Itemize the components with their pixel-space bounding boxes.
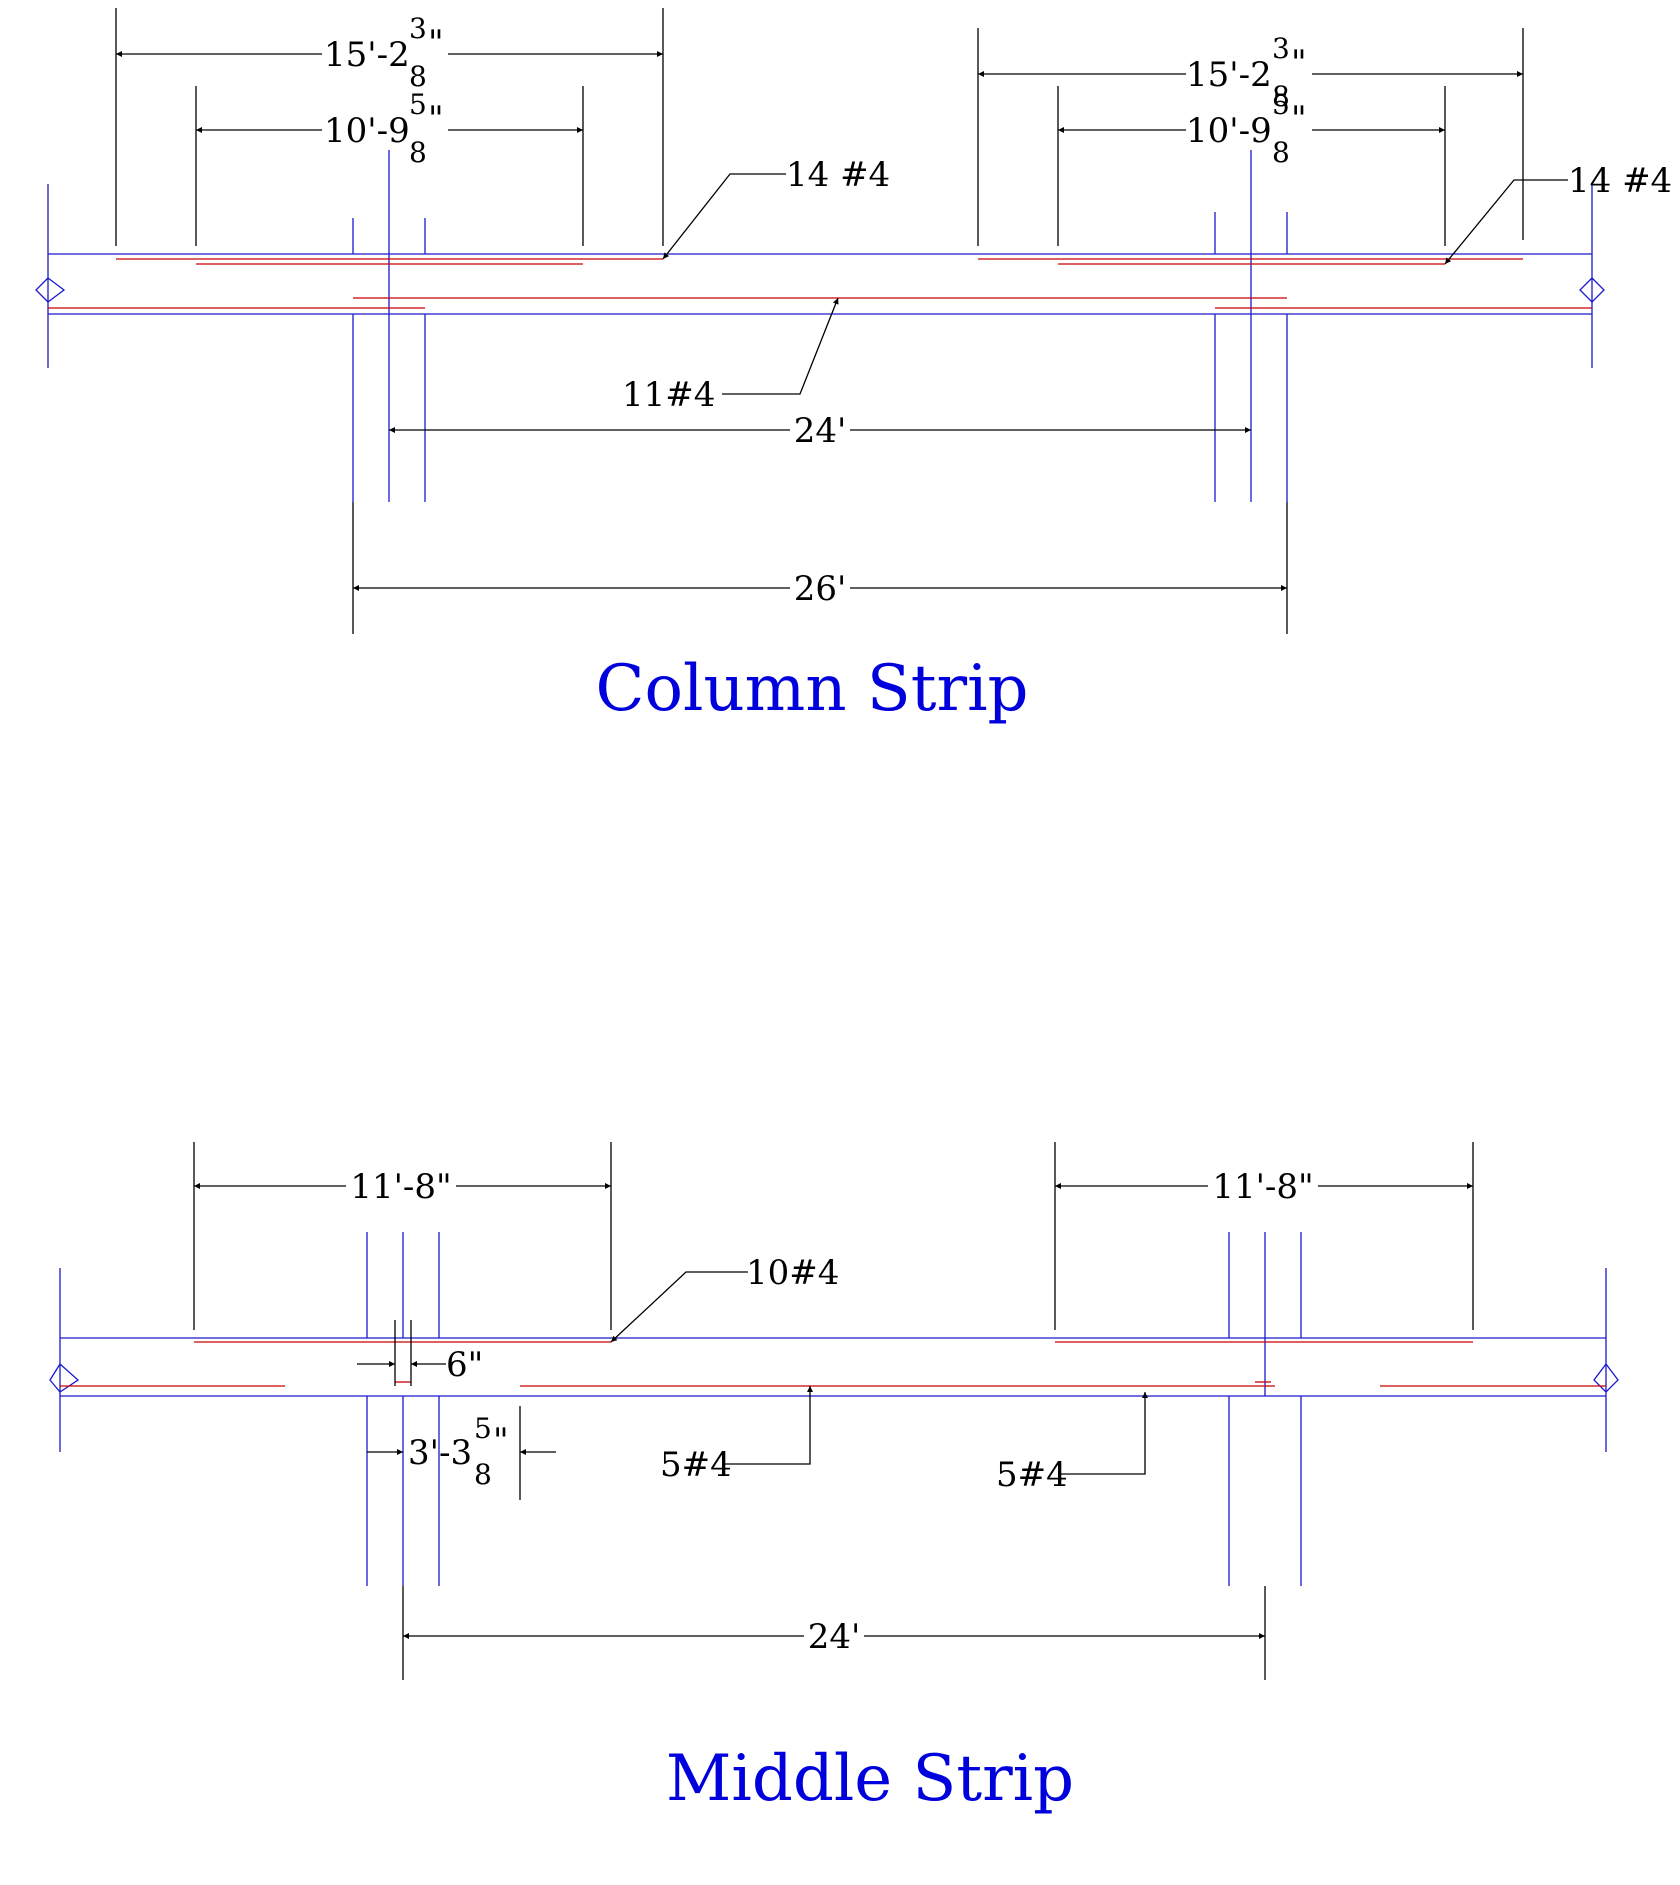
ms-offset-dimension: 6"	[446, 1345, 483, 1385]
column-strip-title: Column Strip	[595, 652, 1028, 726]
cs-bottom-bar-label: 11#4	[622, 375, 715, 415]
ms-bottom-bar-label-1: 5#4	[660, 1445, 732, 1485]
cs-inner-length-right-num: 5	[1272, 88, 1290, 121]
ms-bottom-bar-label-2: 5#4	[996, 1455, 1068, 1495]
ms-top-bar-label: 10#4	[746, 1253, 839, 1293]
middle-strip-title: Middle Strip	[666, 1742, 1074, 1816]
column-strip-columns	[352, 150, 1288, 502]
ms-extension-dimension: 3'-3	[408, 1433, 472, 1473]
middle-strip-dimensions: 11'-8" 11'-8" 6" 3'-3 5 8 "	[193, 1142, 1474, 1680]
cs-top-length-right: 15'-2	[1186, 55, 1272, 95]
ms-span-dimension: 24'	[808, 1617, 861, 1657]
cs-bottom-bar-dimension: 26'	[794, 569, 847, 609]
cs-inner-length-left-inch: "	[428, 99, 444, 139]
cs-top-length-left-den: 8	[409, 60, 427, 93]
cs-top-length-right-inch: "	[1291, 43, 1307, 83]
cs-inner-length-right-inch: "	[1291, 99, 1307, 139]
column-strip-rebars	[48, 258, 1592, 309]
column-strip-section: 15'-2 3 8 " 10'-9 5 8 " 15'-2 3 8 "	[35, 8, 1672, 726]
middle-strip-slab-outline	[49, 1268, 1619, 1452]
cs-top-bar-label-right: 14 #4	[1568, 161, 1672, 201]
cs-inner-length-left-den: 8	[409, 136, 427, 169]
cs-inner-length-right: 10'-9	[1186, 111, 1272, 151]
ms-extension-den: 8	[474, 1458, 492, 1491]
middle-strip-section: 11'-8" 11'-8" 6" 3'-3 5 8 "	[49, 1142, 1619, 1816]
middle-strip-leaders: 10#4 5#4 5#4	[610, 1253, 1148, 1495]
column-strip-leaders: 14 #4 14 #4 11#4	[622, 155, 1672, 415]
cs-top-length-right-num: 3	[1272, 32, 1290, 65]
cs-inner-length-left-num: 5	[409, 88, 427, 121]
ms-extension-num: 5	[474, 1412, 492, 1445]
cs-top-length-left-num: 3	[409, 12, 427, 45]
cs-inner-length-left: 10'-9	[324, 111, 410, 151]
column-strip-dimensions: 15'-2 3 8 " 10'-9 5 8 " 15'-2 3 8 "	[115, 8, 1524, 634]
middle-strip-rebars	[60, 1341, 1606, 1387]
cs-top-length-left: 15'-2	[324, 35, 410, 75]
cs-top-length-left-inch: "	[428, 23, 444, 63]
ms-top-length-left: 11'-8"	[350, 1167, 451, 1207]
cs-span-dimension: 24'	[794, 411, 847, 451]
ms-extension-inch: "	[493, 1421, 509, 1461]
column-strip-slab-outline	[35, 184, 1605, 368]
cs-inner-length-right-den: 8	[1272, 136, 1290, 169]
cs-top-length-right-den: 8	[1272, 80, 1290, 113]
ms-top-length-right: 11'-8"	[1212, 1167, 1313, 1207]
middle-strip-columns	[366, 1232, 1302, 1586]
cs-top-bar-label: 14 #4	[786, 155, 890, 195]
